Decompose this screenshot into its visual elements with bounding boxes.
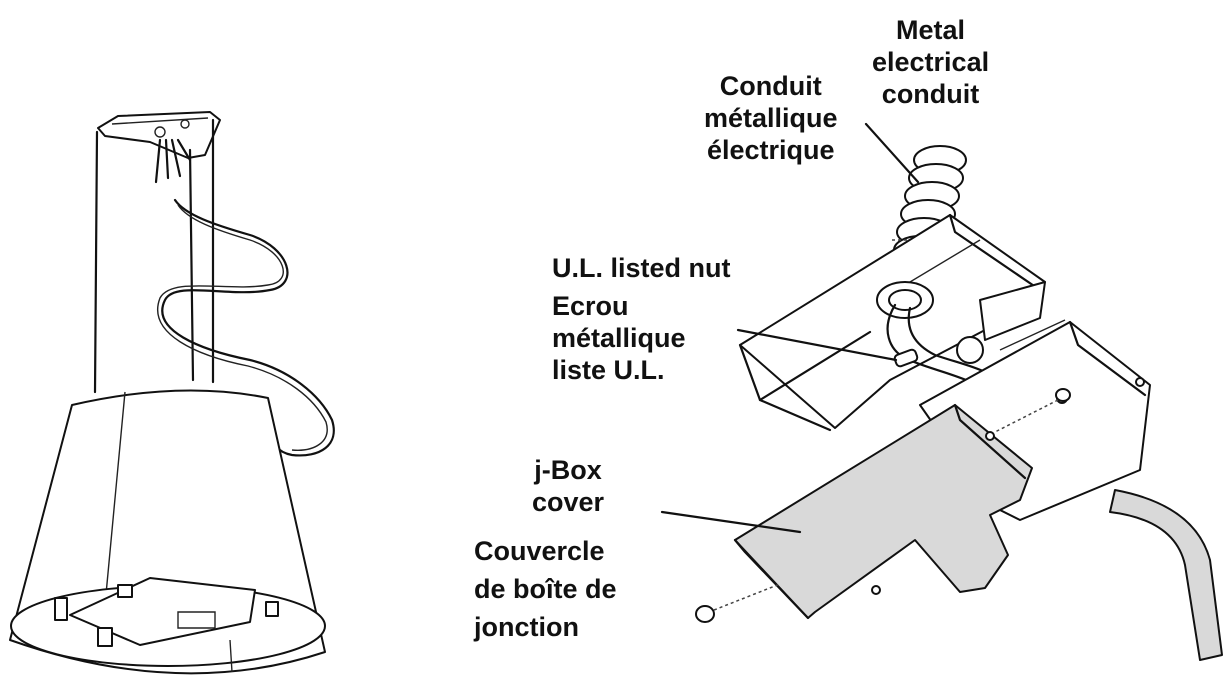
label-metal-conduit-en: Metal electrical conduit (872, 15, 990, 109)
label-ul-nut-en: U.L. listed nut (552, 253, 731, 283)
power-cord (161, 198, 335, 457)
junction-box-illustration (660, 122, 1223, 661)
leader-metal-conduit (864, 122, 920, 184)
jbox-cover-shape (734, 404, 1033, 619)
wire-connector (956, 336, 984, 364)
leader-jbox-cover (660, 510, 802, 534)
cover-screw-bottom (695, 583, 781, 623)
pendant-hood-illustration (9, 111, 335, 675)
label-ul-nut-fr: Ecrou métallique liste U.L. (552, 291, 686, 385)
label-jbox-cover-fr: Couvercle de boîte de jonction (474, 536, 617, 642)
supply-cord (1109, 489, 1223, 661)
leader-ul-nut (736, 328, 898, 362)
ul-listed-nut (876, 281, 934, 319)
cover-screw-top (994, 388, 1071, 433)
label-metal-conduit-fr: Conduit métallique électrique (704, 71, 838, 165)
suspension-cable-left (93, 130, 99, 394)
suspension-cable-mid (188, 148, 195, 382)
label-jbox-cover-en: j-Box cover (532, 455, 605, 517)
